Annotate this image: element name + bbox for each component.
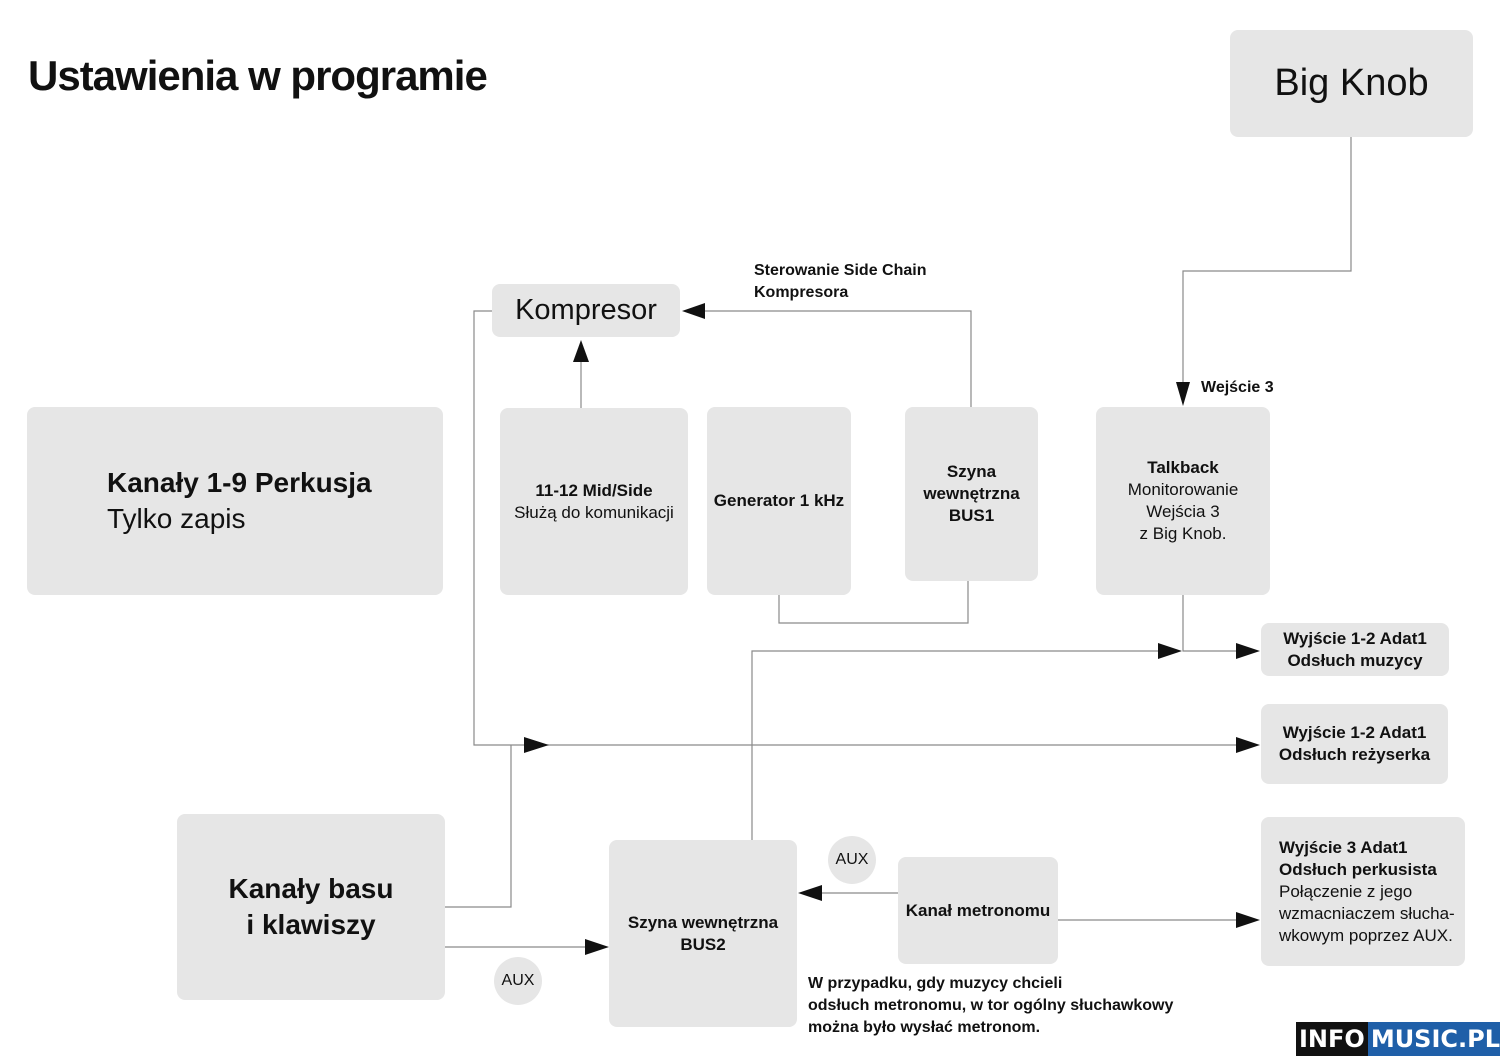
arrow-into-kompresor-bottom: [573, 340, 589, 362]
big-knob-label: Big Knob: [1274, 62, 1429, 104]
talkback-line3: Wejścia 3: [1146, 502, 1220, 521]
sidechain-line2: Kompresora: [754, 284, 849, 301]
bass-keys-line1: Kanały basu: [228, 873, 394, 904]
talkback-line4: z Big Knob.: [1139, 524, 1227, 543]
logo-part2: MUSIC.PL: [1367, 1022, 1500, 1056]
talkback-title: Talkback: [1147, 458, 1219, 477]
bus1-sidechain-line: [700, 310, 972, 407]
bass-keys-line2: i klawiszy: [246, 909, 376, 940]
bus1-box: Szyna wewnętrzna BUS1: [905, 407, 1038, 581]
sidechain-line1: Sterowanie Side Chain: [754, 262, 927, 279]
aux-badge-bottom-label: AUX: [501, 972, 535, 989]
bus2-box: Szyna wewnętrzna BUS2: [609, 840, 797, 1027]
arrow-into-director-out: [1236, 737, 1260, 753]
output-director-box: Wyjście 1-2 Adat1 Odsłuch reżyserka: [1261, 704, 1448, 784]
generator-bus1-join-line: [778, 581, 969, 624]
arrow-into-kompresor-right: [682, 303, 705, 319]
aux-badge-top-label: AUX: [835, 851, 869, 868]
arrow-into-music-out: [1236, 643, 1260, 659]
bus2-line1: Szyna wewnętrzna: [627, 912, 779, 932]
metronome-note-line3: można było wysłać metronom.: [808, 1019, 1041, 1036]
output-drummer-line2: Odsłuch perkusista: [1279, 859, 1437, 879]
output-music-box: Wyjście 1-2 Adat1 Odsłuch muzycy: [1261, 623, 1449, 676]
bus2-line2: BUS2: [680, 934, 726, 954]
arrow-director-mid: [524, 737, 549, 753]
arrow-into-talkback: [1176, 382, 1190, 406]
arrow-into-bus2-right: [798, 885, 822, 901]
arrow-into-drummer-out: [1236, 912, 1260, 928]
bus1-line3: BUS1: [948, 506, 995, 525]
sidechain-label: Sterowanie Side Chain Kompresora: [754, 260, 926, 304]
output-drummer-line3: Połączenie z jego: [1279, 881, 1413, 901]
bus2-to-music-line: [751, 650, 1170, 840]
page-title: Ustawienia w programie: [28, 52, 488, 99]
metronome-note-line1: W przypadku, gdy muzycy chcieli: [808, 975, 1063, 992]
arrow-into-bus2-left: [585, 939, 609, 955]
kompresor-to-director-line: [473, 310, 1245, 746]
midside-note: Służą do komunikacji: [514, 502, 674, 522]
drums-channels-box: Kanały 1-9 Perkusja Tylko zapis: [27, 407, 443, 595]
bus1-line2: wewnętrzna: [923, 484, 1020, 503]
bass-keys-box: Kanały basu i klawiszy: [177, 814, 445, 1000]
infomusic-logo: INFO MUSIC.PL: [1294, 1020, 1500, 1058]
drums-channels-title: Kanały 1-9 Perkusja: [107, 467, 372, 498]
generator-label: Generator 1 kHz: [713, 491, 845, 510]
output-director-line2: Odsłuch reżyserka: [1278, 745, 1431, 764]
logo-part1: INFO: [1296, 1022, 1368, 1056]
arrow-music-mid: [1158, 643, 1182, 659]
bus1-line1: Szyna: [946, 462, 997, 481]
output-drummer-line4: wzmacniaczem słucha-: [1279, 903, 1455, 923]
metronome-label: Kanał metronomu: [905, 900, 1051, 920]
metronome-box: Kanał metronomu: [898, 857, 1058, 964]
aux-badge-top: AUX: [828, 836, 876, 884]
big-knob-box: Big Knob: [1230, 30, 1473, 137]
bigknob-to-talkback-line: [1182, 137, 1352, 400]
output-drummer-line5: wkowym poprzez AUX.: [1279, 925, 1453, 945]
bass-to-director-line: [445, 745, 512, 908]
metronome-note: W przypadku, gdy muzycy chcieli odsłuch …: [808, 973, 1173, 1039]
talkback-to-music-line: [1182, 595, 1245, 652]
output-music-line2: Odsłuch muzycy: [1287, 650, 1423, 670]
midside-title: 11-12 Mid/Side: [535, 480, 653, 500]
generator-box: Generator 1 kHz: [707, 407, 851, 595]
talkback-box: Talkback Monitorowanie Wejścia 3 z Big K…: [1096, 407, 1270, 595]
talkback-line2: Monitorowanie: [1127, 480, 1239, 499]
output-drummer-box: Wyjście 3 Adat1 Odsłuch perkusista Połąc…: [1261, 817, 1465, 966]
output-director-line1: Wyjście 1-2 Adat1: [1282, 723, 1427, 742]
kompresor-label: Kompresor: [515, 294, 657, 326]
input3-label: Wejście 3: [1201, 379, 1274, 396]
metronome-note-line2: odsłuch metronomu, w tor ogólny słuchawk…: [808, 997, 1174, 1014]
drums-channels-note: Tylko zapis: [107, 503, 246, 534]
output-drummer-line1: Wyjście 3 Adat1: [1279, 837, 1408, 857]
aux-badge-bottom: AUX: [494, 957, 542, 1005]
output-music-line1: Wyjście 1-2 Adat1: [1283, 628, 1427, 648]
midside-box: 11-12 Mid/Side Służą do komunikacji: [500, 408, 688, 595]
kompresor-box: Kompresor: [492, 284, 680, 337]
